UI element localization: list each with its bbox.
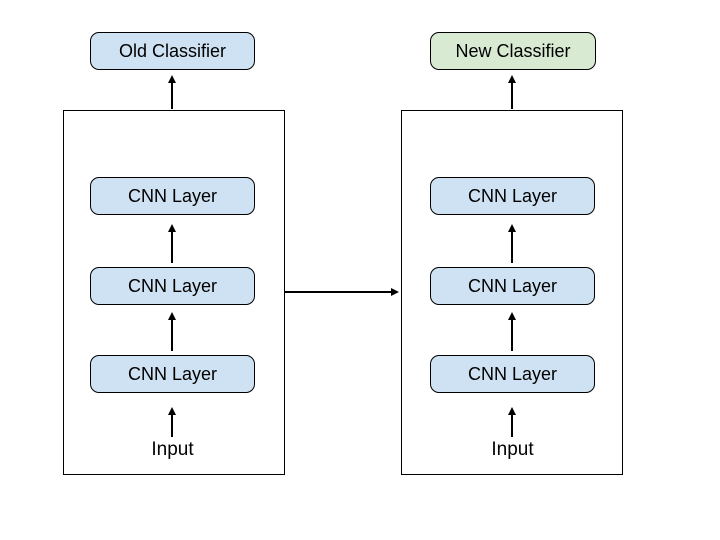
arrow-old-model-to-classifier [167, 75, 177, 109]
arrowhead-up-icon [168, 407, 176, 415]
arrowhead-up-icon [508, 312, 516, 320]
arrow-new-input-to-layer [507, 407, 517, 437]
arrow-shaft [511, 415, 513, 437]
arrow-shaft [511, 232, 513, 263]
arrowhead-up-icon [508, 224, 516, 232]
arrow-new-layer-bottom-to-middle [507, 312, 517, 351]
arrow-new-layer-middle-to-top [507, 224, 517, 263]
arrow-shaft [285, 291, 391, 293]
old-input-label: Input [151, 439, 194, 460]
new-input-label: Input [491, 439, 534, 460]
new-classifier-node: New Classifier [430, 32, 596, 70]
arrowhead-right-icon [391, 288, 399, 296]
arrow-shaft [511, 320, 513, 351]
arrow-old-layer-middle-to-top [167, 224, 177, 263]
arrow-shaft [171, 83, 173, 109]
old-cnn-layer-middle: CNN Layer [90, 267, 255, 305]
arrow-old-input-to-layer [167, 407, 177, 437]
arrow-shaft [171, 232, 173, 263]
arrow-new-model-to-classifier [507, 75, 517, 109]
arrow-shaft [171, 415, 173, 437]
arrowhead-up-icon [168, 312, 176, 320]
arrow-old-model-to-new-model [285, 287, 399, 297]
old-cnn-layer-bottom: CNN Layer [90, 355, 255, 393]
old-cnn-layer-top: CNN Layer [90, 177, 255, 215]
new-cnn-layer-top: CNN Layer [430, 177, 595, 215]
new-cnn-layer-bottom: CNN Layer [430, 355, 595, 393]
arrowhead-up-icon [508, 407, 516, 415]
new-cnn-layer-middle: CNN Layer [430, 267, 595, 305]
arrowhead-up-icon [508, 75, 516, 83]
arrow-shaft [511, 83, 513, 109]
old-classifier-node: Old Classifier [90, 32, 255, 70]
arrowhead-up-icon [168, 75, 176, 83]
arrow-shaft [171, 320, 173, 351]
arrowhead-up-icon [168, 224, 176, 232]
arrow-old-layer-bottom-to-middle [167, 312, 177, 351]
